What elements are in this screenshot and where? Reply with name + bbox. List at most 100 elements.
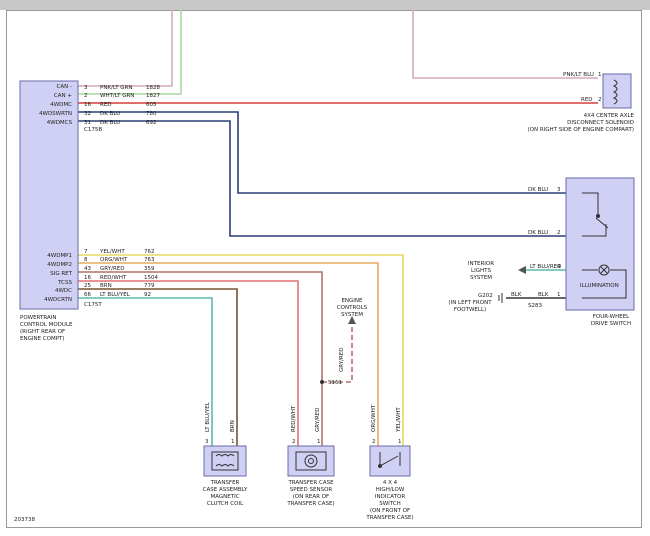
sensor-caption-line: TRANSFER CASE xyxy=(287,480,334,486)
wires xyxy=(78,10,598,446)
solenoid-caption-line: (ON RIGHT SIDE OF ENGINE COMPART) xyxy=(528,127,634,133)
bottom-wire-labels: 7 YEL/WHT 762 8 ORG/WHT 763 43 GRY/RED 3… xyxy=(84,249,158,298)
ground-location-line: (IN LEFT FRONT xyxy=(448,300,492,306)
window-top-bar xyxy=(0,0,650,10)
wire-color-label: RED/WHT xyxy=(100,275,127,281)
switch-pin1: 1 xyxy=(557,292,561,298)
wire-circuit: 779 xyxy=(144,283,155,289)
clutch-caption-line: CASE ASSEMBLY xyxy=(203,487,248,493)
interior-line: INTERIOR xyxy=(468,261,494,267)
interior-line: LIGHTS xyxy=(471,268,491,274)
wire-circuit: 359 xyxy=(144,266,155,272)
wire-circuit: 1504 xyxy=(144,275,158,281)
ground-location-line: FOOTWELL) xyxy=(454,307,486,313)
clutch-caption-line: MAGNETIC xyxy=(210,494,239,500)
hilo-pin-a: 2 xyxy=(372,439,376,445)
illumination-label: ILLUMINATION xyxy=(580,283,619,289)
hilo-wire-a: ORG/WHT xyxy=(371,404,377,432)
wire-color-label: ORG/WHT xyxy=(100,257,128,263)
hilo-caption-line: INDICATOR xyxy=(375,494,405,500)
wire-pin: 16 xyxy=(84,102,91,108)
pcm-pin-label: 4WDCRTN xyxy=(44,297,72,303)
clutch-wire-a: LT BLU/YEL xyxy=(205,401,211,432)
switch-pin3-wire: DK BLU xyxy=(528,187,548,193)
ecs-wire-label: GRY/RED xyxy=(339,348,345,372)
switch-pin3: 3 xyxy=(557,187,561,193)
pcm-pin-label: 4WDC xyxy=(55,288,72,294)
clutch-pin-b: 1 xyxy=(231,439,235,445)
clutch-coil-box xyxy=(203,445,247,477)
ground-wire: BLK xyxy=(511,292,522,298)
sensor-wire-b: GRY/RED xyxy=(315,408,321,432)
illumination-lamp-icon xyxy=(582,264,627,299)
ground-location: (IN LEFT FRONT FOOTWELL) xyxy=(448,300,492,313)
wire-pin: 2 xyxy=(84,93,88,99)
hilo-caption-line: TRANSFER CASE) xyxy=(365,515,413,521)
switch-pin2-wire: DK BLU xyxy=(528,230,548,236)
wire-gryred-359 xyxy=(78,271,323,446)
wire-ecs-branch xyxy=(322,320,353,383)
splice-s283: S283 xyxy=(528,303,542,309)
wire-dkblu-692 xyxy=(78,120,566,237)
clutch-coil-caption: TRANSFER CASE ASSEMBLY MAGNETIC CLUTCH C… xyxy=(203,480,248,507)
hilo-wire-b: YEL/WHT xyxy=(396,407,402,433)
ecs-line: ENGINE xyxy=(341,298,363,304)
pcm-connector-top: C175B xyxy=(84,127,102,133)
pcm-connector-bottom: C175T xyxy=(84,302,102,308)
wire-color-label: DK BLU xyxy=(100,111,120,117)
wire-circuit: 92 xyxy=(144,292,151,298)
wire-color-label: LT BLU/YEL xyxy=(100,292,131,298)
wire-circuit: 1828 xyxy=(146,85,160,91)
sensor-caption-line: TRANSFER CASE) xyxy=(286,501,334,507)
wire-pin: 16 xyxy=(84,275,91,281)
wire-circuit: 780 xyxy=(146,111,157,117)
pcm-pin-label: 4WDMP2 xyxy=(47,262,72,268)
sensor-caption-line: (ON REAR OF xyxy=(293,494,329,500)
solenoid-caption: 4X4 CENTER AXLE DISCONNECT SOLENOID (ON … xyxy=(528,113,635,133)
splice-s161: S161 xyxy=(328,380,342,386)
wire-color-label: PNK/LT GRN xyxy=(100,85,133,91)
wire-color-label: BRN xyxy=(100,283,112,289)
ecs-line: SYSTEM xyxy=(341,312,363,318)
top-wire-labels: 3 PNK/LT GRN 1828 2 WHT/LT GRN 1827 16 R… xyxy=(84,85,160,126)
wire-can-minus xyxy=(78,10,173,87)
wire-circuit: 762 xyxy=(144,249,155,255)
pcm-caption-line: (RIGHT REAR OF xyxy=(20,329,65,335)
solenoid-coil-icon xyxy=(612,79,618,105)
pcm-box xyxy=(19,80,79,310)
switch-pin4: 4 xyxy=(557,264,561,270)
hilo-caption-line: HIGH/LOW xyxy=(376,487,405,493)
pcm-pin-label: CAN + xyxy=(54,93,72,99)
wire-brn-779 xyxy=(78,288,238,446)
wire-color-label: RED xyxy=(100,102,112,108)
wire-pin: 25 xyxy=(84,283,91,289)
diagram-id: 203738 xyxy=(14,517,35,523)
wire-dkblu-780 xyxy=(78,111,566,194)
speed-sensor-caption: TRANSFER CASE SPEED SENSOR (ON REAR OF T… xyxy=(286,480,334,507)
wire-color-label: WHT/LT GRN xyxy=(100,93,134,99)
interior-line: SYSTEM xyxy=(470,275,492,281)
wire-color-label: DK BLU xyxy=(100,120,120,126)
pcm-caption-line: POWERTRAIN xyxy=(20,315,56,321)
wire-pin: 31 xyxy=(84,120,91,126)
wire-circuit: 1827 xyxy=(146,93,160,99)
ecs-line: CONTROLS xyxy=(337,305,368,311)
wire-pin: 43 xyxy=(84,266,91,272)
wire-pin: 32 xyxy=(84,111,91,117)
wire-color-label: GRY/RED xyxy=(100,266,124,272)
4wd-switch-box xyxy=(565,177,635,311)
switch-contact-icon xyxy=(582,192,609,237)
clutch-wire-b: BRN xyxy=(230,420,236,432)
pcm-pin-label: 4WDMC xyxy=(50,102,72,108)
hilo-switch-caption: 4 X 4 HIGH/LOW INDICATOR SWITCH (ON FRON… xyxy=(365,480,413,521)
wire-orgwht-763 xyxy=(78,262,379,446)
speed-sensor-box xyxy=(287,445,335,477)
wire-circuit: 605 xyxy=(146,102,157,108)
wire-redwht-1504 xyxy=(78,280,299,446)
ecs-label: ENGINE CONTROLS SYSTEM xyxy=(337,298,368,318)
solenoid-pin1: 1 xyxy=(598,72,602,78)
ground-icon xyxy=(498,293,503,303)
sensor-wire-a: RED/WHT xyxy=(291,405,297,432)
speed-sensor-icon xyxy=(295,451,327,471)
